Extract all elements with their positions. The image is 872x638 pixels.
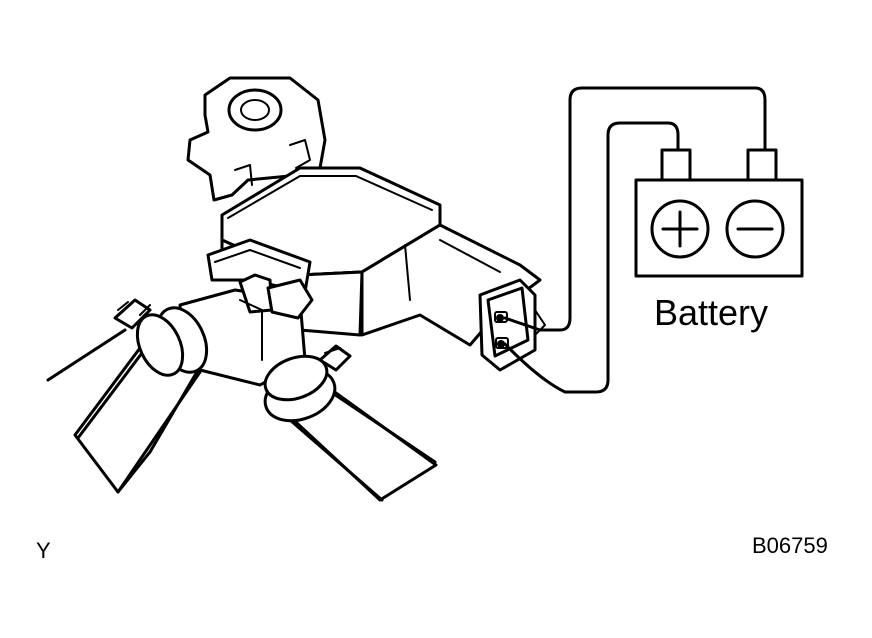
view-code-label: Y [36,538,51,563]
negative-wire [503,86,767,332]
connector-terminal-2 [497,340,505,348]
figure-code-label: B06759 [752,533,828,558]
right-hose [263,344,438,502]
valve-housing [178,238,314,387]
negative-post [746,148,778,182]
battery [634,148,804,278]
positive-wire [503,121,680,394]
positive-symbol-icon [661,210,699,248]
test-wires [503,86,767,394]
vsv-connector [478,278,546,372]
left-hose [46,298,209,494]
mounting-bracket [186,76,327,202]
battery-label: Battery [654,292,768,333]
positive-post [660,148,692,182]
connector-terminal-1 [496,314,504,322]
